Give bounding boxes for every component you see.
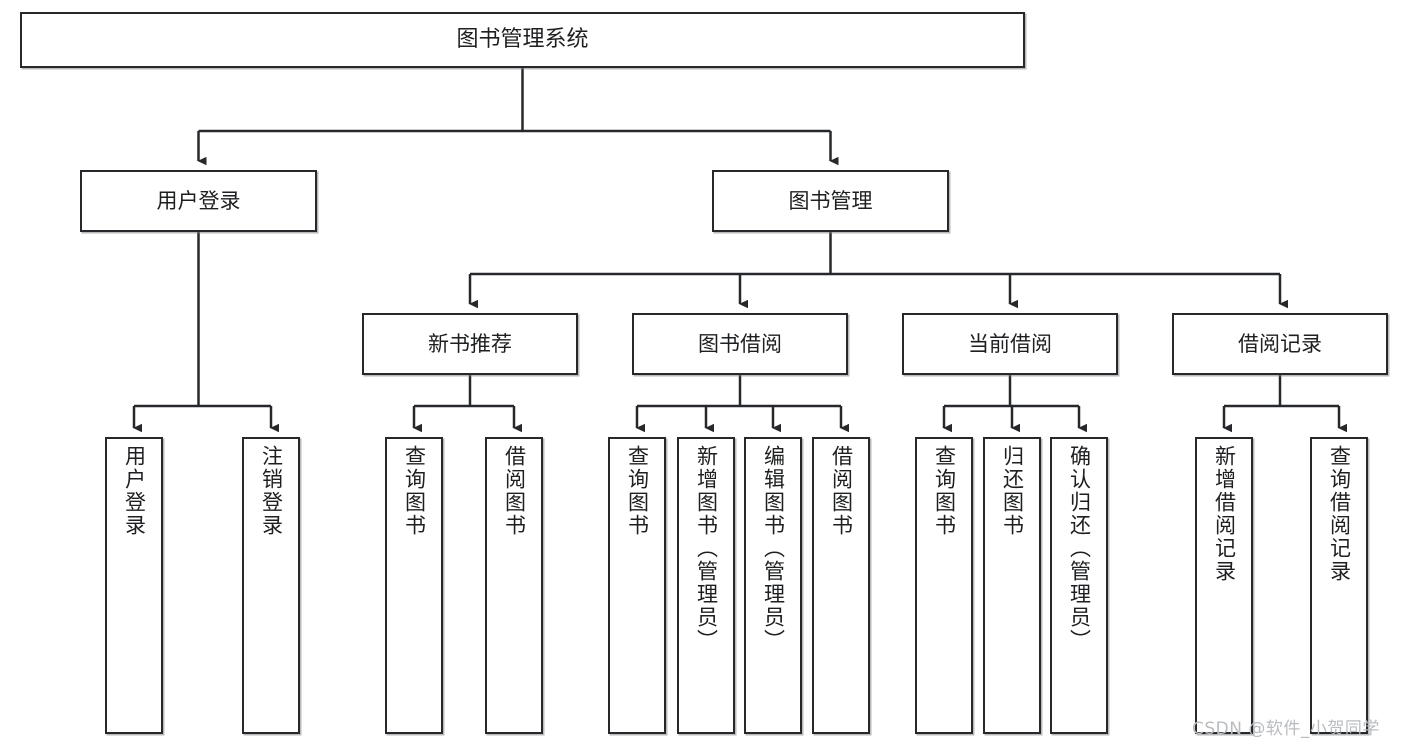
node-label: 查询图书 [932,445,957,537]
node-label: 图书管理系统 [456,27,589,53]
node-n-current[interactable]: 当前借阅 [902,313,1118,375]
node-n-records[interactable]: 借阅记录 [1172,313,1388,375]
node-label: 用户登录 [156,188,241,213]
node-l-q1[interactable]: 查询图书 [385,437,443,734]
node-l-userlogin[interactable]: 用户登录 [105,437,163,734]
node-label: 图书管理 [788,188,873,213]
node-label: 用户登录 [122,445,147,537]
node-label: 注销登录 [259,445,284,537]
csdn-watermark: CSDN @软件_小贺同学 [1192,719,1380,739]
node-label: 查询借阅记录 [1327,445,1352,583]
node-label: 查询图书 [402,445,427,537]
node-label: 新书推荐 [428,331,512,356]
node-label: 借阅图书 [829,445,854,537]
node-l-add[interactable]: 新增图书（管理员） [677,437,735,734]
node-label: 确认归还（管理员） [1067,445,1092,652]
node-l-b2[interactable]: 借阅图书 [812,437,870,734]
node-n-login[interactable]: 用户登录 [80,170,317,232]
node-root[interactable]: 图书管理系统 [20,12,1025,68]
node-l-logout[interactable]: 注销登录 [242,437,300,734]
node-l-return[interactable]: 归还图书 [983,437,1041,734]
node-l-q2[interactable]: 查询图书 [608,437,666,734]
node-l-q3[interactable]: 查询图书 [915,437,973,734]
node-l-confirm[interactable]: 确认归还（管理员） [1050,437,1108,734]
node-label: 查询图书 [625,445,650,537]
node-l-qrec[interactable]: 查询借阅记录 [1310,437,1368,734]
node-n-borrow[interactable]: 图书借阅 [632,313,848,375]
node-label: 新增图书（管理员） [694,445,719,652]
node-n-bookmgmt[interactable]: 图书管理 [712,170,949,232]
node-label: 图书借阅 [698,331,782,356]
node-label: 编辑图书（管理员） [761,445,786,652]
node-n-newbook[interactable]: 新书推荐 [362,313,578,375]
node-label: 借阅图书 [502,445,527,537]
node-label: 归还图书 [1000,445,1025,537]
node-l-addrec[interactable]: 新增借阅记录 [1195,437,1253,734]
node-label: 借阅记录 [1238,331,1322,356]
node-label: 当前借阅 [968,331,1052,356]
node-label: 新增借阅记录 [1212,445,1237,583]
node-l-edit[interactable]: 编辑图书（管理员） [744,437,802,734]
node-l-b1[interactable]: 借阅图书 [485,437,543,734]
